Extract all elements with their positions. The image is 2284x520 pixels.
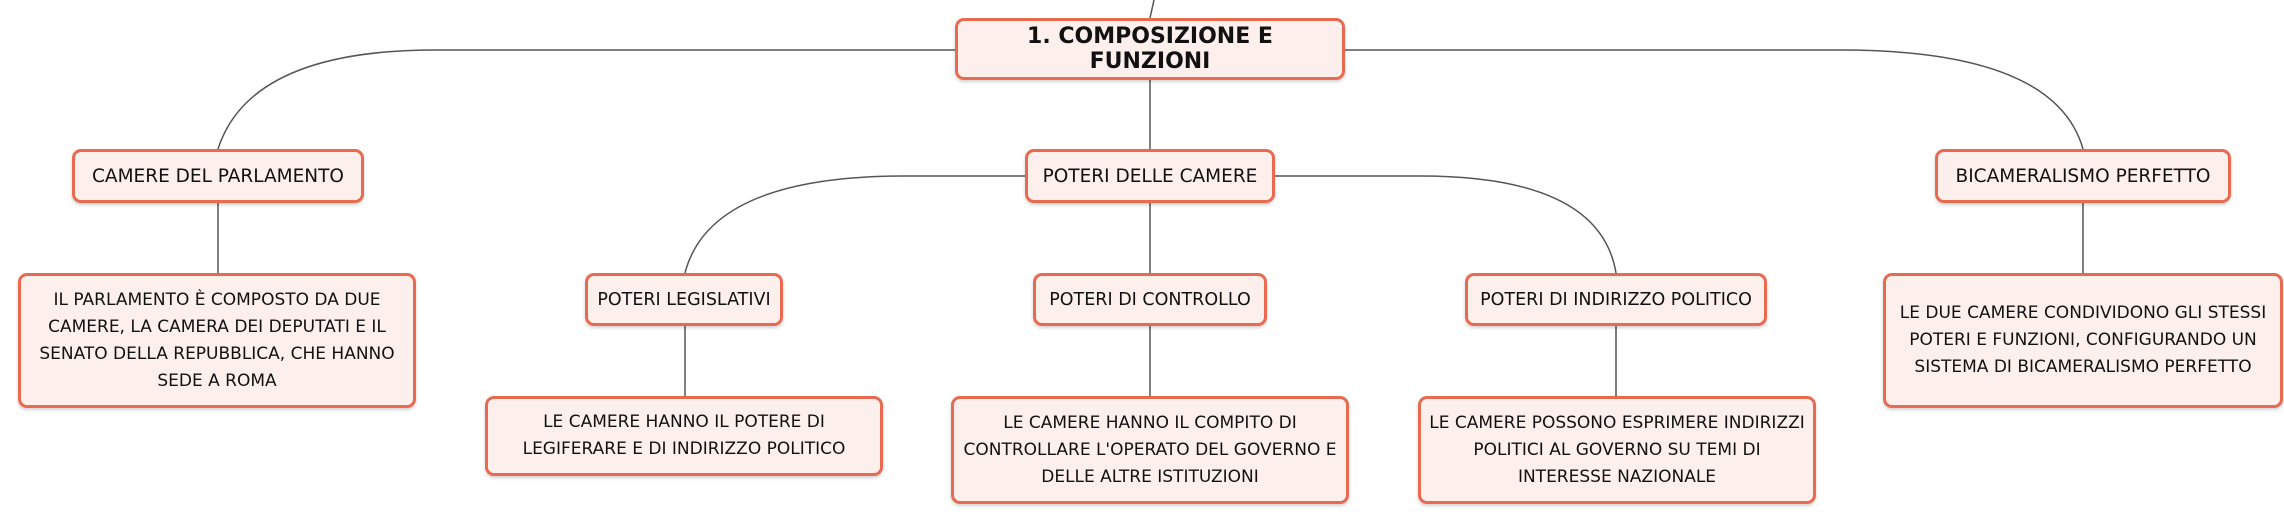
- node-poteri-di-indirizzo-politico[interactable]: POTERI DI INDIRIZZO POLITICO: [1465, 273, 1767, 326]
- connector-top-stub: [1149, 0, 1155, 19]
- connector-root-camere: [217, 49, 955, 150]
- note-text: LE DUE CAMERE CONDIVIDONO GLI STESSI POT…: [1899, 303, 2267, 377]
- node-label: POTERI DELLE CAMERE: [1042, 165, 1258, 187]
- note-poteri-di-controllo[interactable]: LE CAMERE HANNO IL COMPITO DI CONTROLLAR…: [951, 396, 1349, 504]
- note-text: IL PARLAMENTO È COMPOSTO DA DUE CAMERE, …: [39, 289, 395, 391]
- node-label: BICAMERALISMO PERFETTO: [1955, 165, 2211, 187]
- note-text: LE CAMERE POSSONO ESPRIMERE INDIRIZZI PO…: [1429, 412, 1805, 487]
- node-label: POTERI DI INDIRIZZO POLITICO: [1480, 289, 1752, 310]
- node-label: CAMERE DEL PARLAMENTO: [92, 165, 344, 187]
- note-poteri-legislativi[interactable]: LE CAMERE HANNO IL POTERE DI LEGIFERARE …: [485, 396, 883, 476]
- note-text: LE CAMERE HANNO IL COMPITO DI CONTROLLAR…: [963, 412, 1337, 487]
- note-text: LE CAMERE HANNO IL POTERE DI LEGIFERARE …: [522, 412, 846, 459]
- root-label: 1. COMPOSIZIONE E FUNZIONI: [1027, 24, 1273, 74]
- node-label: POTERI DI CONTROLLO: [1049, 289, 1251, 310]
- connector-root-bicameralismo: [1345, 49, 2084, 150]
- root-node[interactable]: 1. COMPOSIZIONE E FUNZIONI: [955, 18, 1345, 80]
- node-label: POTERI LEGISLATIVI: [597, 289, 771, 310]
- node-bicameralismo-perfetto[interactable]: BICAMERALISMO PERFETTO: [1935, 149, 2231, 203]
- note-poteri-di-indirizzo-politico[interactable]: LE CAMERE POSSONO ESPRIMERE INDIRIZZI PO…: [1418, 396, 1816, 504]
- node-poteri-delle-camere[interactable]: POTERI DELLE CAMERE: [1025, 149, 1275, 203]
- connector-poteri-indirizzo: [1275, 175, 1617, 274]
- note-camere-del-parlamento[interactable]: IL PARLAMENTO È COMPOSTO DA DUE CAMERE, …: [18, 273, 416, 408]
- node-poteri-di-controllo[interactable]: POTERI DI CONTROLLO: [1033, 273, 1267, 326]
- node-camere-del-parlamento[interactable]: CAMERE DEL PARLAMENTO: [72, 149, 364, 203]
- note-bicameralismo-perfetto[interactable]: LE DUE CAMERE CONDIVIDONO GLI STESSI POT…: [1883, 273, 2283, 408]
- connector-poteri-legislativi: [684, 175, 1025, 274]
- node-poteri-legislativi[interactable]: POTERI LEGISLATIVI: [585, 273, 783, 326]
